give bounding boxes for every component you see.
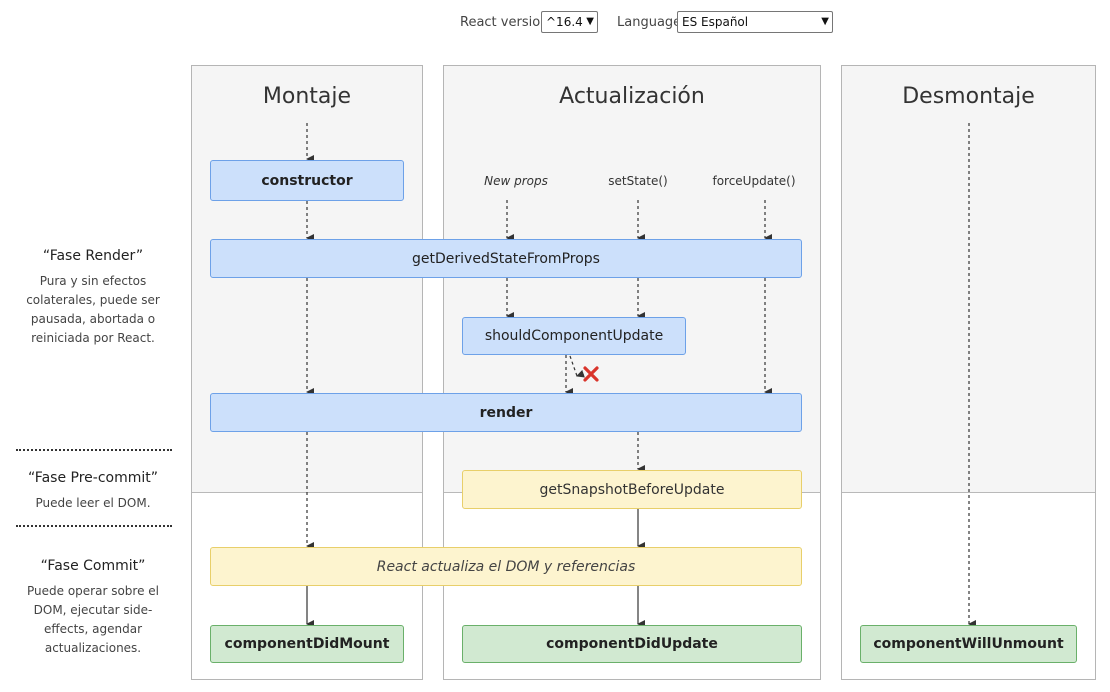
language-select[interactable]: ES Español ▼ bbox=[677, 11, 833, 33]
unmounting-column: Desmontaje bbox=[841, 65, 1096, 680]
mounting-title: Montaje bbox=[262, 84, 352, 109]
force-update-trigger: forceUpdate() bbox=[712, 174, 796, 188]
language-value: ES Español bbox=[682, 15, 749, 29]
component-did-update-box[interactable]: componentDidUpdate bbox=[462, 625, 802, 663]
phase-divider bbox=[16, 449, 172, 451]
new-props-trigger: New props bbox=[484, 174, 548, 188]
language-label: Language bbox=[617, 15, 682, 30]
render-phase-description: Pura y sin efectos colaterales, puede se… bbox=[26, 274, 160, 345]
updating-title: Actualización bbox=[559, 84, 705, 109]
react-updates-dom-box[interactable]: React actualiza el DOM y referencias bbox=[210, 547, 802, 586]
react-version-value: ^16.4 bbox=[546, 15, 583, 29]
chevron-down-icon: ▼ bbox=[586, 16, 594, 27]
should-component-update-box[interactable]: shouldComponentUpdate bbox=[462, 317, 686, 355]
react-version-select[interactable]: ^16.4 ▼ bbox=[541, 11, 598, 33]
component-did-mount-box[interactable]: componentDidMount bbox=[210, 625, 404, 663]
chevron-down-icon: ▼ bbox=[821, 16, 829, 27]
commit-phase-description: Puede operar sobre el DOM, ejecutar side… bbox=[27, 584, 159, 655]
get-snapshot-before-update-box[interactable]: getSnapshotBeforeUpdate bbox=[462, 470, 802, 509]
component-will-unmount-box[interactable]: componentWillUnmount bbox=[860, 625, 1077, 663]
constructor-box[interactable]: constructor bbox=[210, 160, 404, 201]
precommit-phase-description: Puede leer el DOM. bbox=[35, 496, 151, 510]
updating-column: Actualización bbox=[443, 65, 821, 680]
get-derived-state-from-props-box[interactable]: getDerivedStateFromProps bbox=[210, 239, 802, 278]
mounting-column: Montaje bbox=[191, 65, 423, 680]
render-phase-area bbox=[842, 66, 1095, 493]
phase-divider bbox=[16, 525, 172, 527]
set-state-trigger: setState() bbox=[608, 174, 668, 188]
commit-phase-title: “Fase Commit” bbox=[40, 558, 146, 574]
render-phase-title: “Fase Render” bbox=[42, 248, 144, 264]
unmounting-title: Desmontaje bbox=[902, 84, 1035, 109]
react-version-label: React version bbox=[460, 15, 549, 30]
precommit-phase-title: “Fase Pre-commit” bbox=[27, 470, 158, 486]
render-box[interactable]: render bbox=[210, 393, 802, 432]
